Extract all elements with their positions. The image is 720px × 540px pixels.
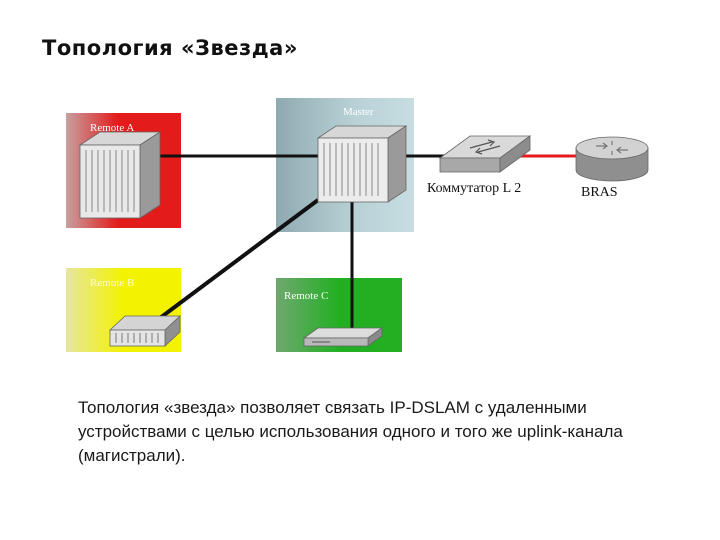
bras-label: BRAS xyxy=(581,185,618,200)
switch-label: Коммутатор L 2 xyxy=(427,181,522,196)
remote-b-device-icon xyxy=(108,315,182,347)
bras-router-icon xyxy=(575,136,649,182)
remote-c-device-icon xyxy=(302,327,384,347)
master-chassis-icon xyxy=(316,125,408,203)
remote-a-chassis-icon xyxy=(78,131,162,219)
description-text: Топология «звезда» позволяет связать IP-… xyxy=(78,398,623,465)
link-master-remote-b xyxy=(158,198,320,320)
master-label: Master xyxy=(343,106,374,118)
page-title: Топология «Звезда» xyxy=(42,36,298,60)
remote-b-label: Remote B xyxy=(90,277,135,289)
remote-a-label: Remote A xyxy=(90,122,135,134)
switch-icon xyxy=(438,135,532,173)
remote-c-label: Remote C xyxy=(284,290,329,302)
